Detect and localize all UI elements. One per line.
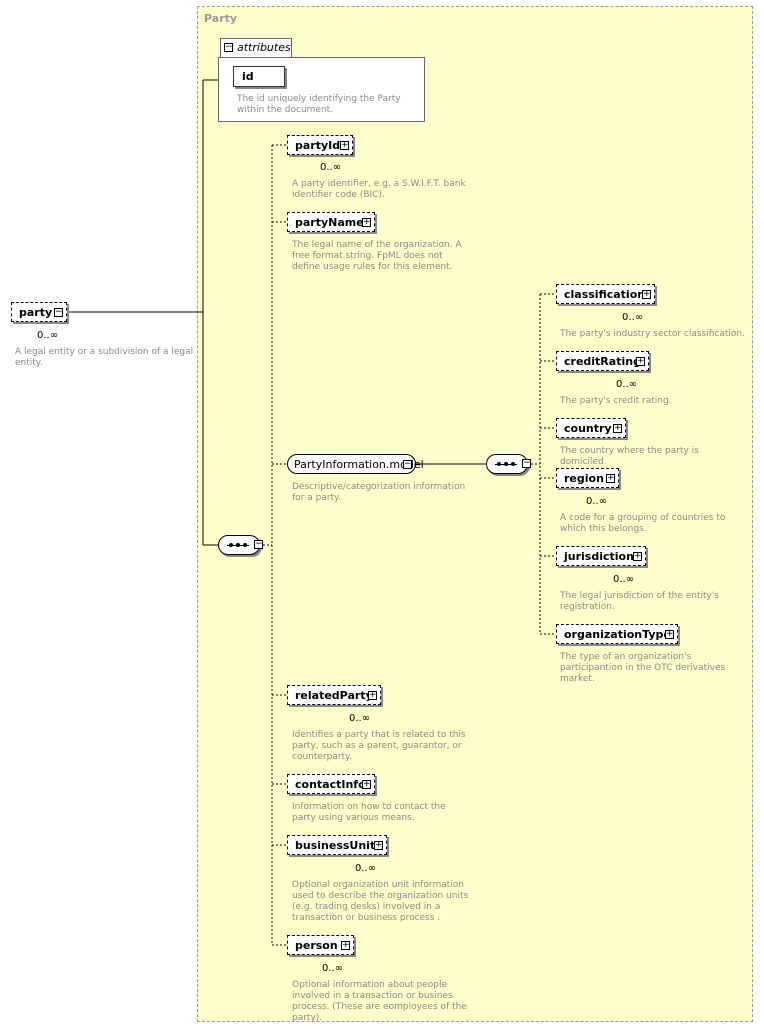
element-businessUnit[interactable]: businessUnit + — [287, 835, 387, 855]
plus-box-icon[interactable]: + — [340, 140, 349, 150]
element-jurisdiction[interactable]: jurisdiction + — [556, 546, 646, 566]
cardinality: 0..∞ — [616, 379, 638, 390]
element-description: The legal jurisdiction of the entity's r… — [560, 591, 720, 612]
element-description: Identifies a party that is related to th… — [292, 730, 466, 762]
element-organizationType[interactable]: organizationType + — [556, 624, 678, 644]
element-party[interactable]: party − — [11, 302, 67, 322]
element-description: Optional information about people involv… — [292, 980, 467, 1023]
element-label: region — [564, 472, 604, 485]
cardinality: 0..∞ — [37, 330, 59, 341]
element-classification[interactable]: classification + — [556, 284, 655, 304]
element-label: country — [564, 422, 612, 435]
element-label: party — [19, 306, 53, 319]
element-label: creditRating — [564, 355, 641, 368]
element-contactInfo[interactable]: contactInfo + — [287, 774, 375, 794]
element-label: partyId — [295, 139, 341, 152]
element-partyName[interactable]: partyName + — [287, 212, 375, 232]
element-region[interactable]: region + — [556, 468, 619, 488]
group-label: PartyInformation.model — [294, 458, 424, 471]
element-description: A code for a grouping of countries to wh… — [560, 513, 726, 534]
element-label: partyName — [295, 216, 364, 229]
minus-box-icon[interactable]: − — [403, 459, 412, 469]
plus-box-icon[interactable]: + — [606, 473, 615, 483]
element-description: Information on how to contact the party … — [292, 802, 446, 823]
minus-box-icon[interactable]: − — [254, 539, 263, 549]
minus-box-icon[interactable]: − — [522, 458, 531, 468]
element-country[interactable]: country + — [556, 418, 626, 438]
cardinality: 0..∞ — [355, 863, 377, 874]
element-description: The party's industry sector classificati… — [560, 329, 745, 339]
element-description: A party identifier, e.g. a S.W.I.F.T. ba… — [292, 179, 466, 200]
element-description: Optional organization unit information u… — [292, 880, 469, 923]
element-label: jurisdiction — [564, 550, 634, 563]
cardinality: 0..∞ — [349, 713, 371, 724]
attribute-id-description: The id uniquely identifying the Party wi… — [237, 94, 401, 115]
element-label: person — [295, 939, 338, 952]
cardinality: 0..∞ — [322, 963, 344, 974]
plus-box-icon[interactable]: + — [613, 423, 622, 433]
element-label: contactInfo — [295, 778, 366, 791]
group-PartyInformation-model[interactable]: PartyInformation.model − — [287, 454, 424, 474]
element-partyId[interactable]: partyId + — [287, 135, 353, 155]
element-label: classification — [564, 288, 646, 301]
plus-box-icon[interactable]: + — [633, 551, 642, 561]
element-description: The legal name of the organization. A fr… — [292, 240, 462, 272]
minus-box-icon[interactable]: − — [224, 42, 233, 52]
element-creditRating[interactable]: creditRating + — [556, 351, 649, 371]
sequence-compositor-icon[interactable] — [218, 535, 260, 555]
plus-box-icon[interactable]: + — [636, 356, 645, 366]
element-person[interactable]: person + — [287, 935, 354, 955]
plus-box-icon[interactable]: + — [368, 690, 377, 700]
minus-box-icon[interactable]: − — [54, 307, 63, 317]
element-description: A legal entity or a subdivision of a leg… — [15, 347, 194, 368]
plus-box-icon[interactable]: + — [341, 940, 350, 950]
complex-type-title: Party — [204, 12, 238, 25]
plus-box-icon[interactable]: + — [362, 217, 371, 227]
element-description: The country where the party is domiciled… — [560, 446, 699, 467]
plus-box-icon[interactable]: + — [362, 779, 371, 789]
plus-box-icon[interactable]: + — [665, 629, 674, 639]
element-relatedParty[interactable]: relatedParty + — [287, 685, 381, 705]
attribute-id[interactable]: id — [233, 66, 285, 87]
cardinality: 0..∞ — [613, 574, 635, 585]
attributes-label: attributes — [237, 41, 291, 54]
element-label: relatedParty — [295, 689, 373, 702]
cardinality: 0..∞ — [586, 496, 608, 507]
cardinality: 0..∞ — [622, 312, 644, 323]
plus-box-icon[interactable]: + — [374, 840, 383, 850]
element-label: organizationType — [564, 628, 671, 641]
cardinality: 0..∞ — [320, 162, 342, 173]
element-description: Descriptive/categorization information f… — [292, 482, 466, 503]
element-description: The type of an organization's participan… — [560, 652, 726, 684]
element-description: The party's credit rating. — [560, 396, 672, 406]
attributes-tab[interactable] — [220, 38, 292, 58]
plus-box-icon[interactable]: + — [642, 289, 651, 299]
element-label: businessUnit — [295, 839, 376, 852]
